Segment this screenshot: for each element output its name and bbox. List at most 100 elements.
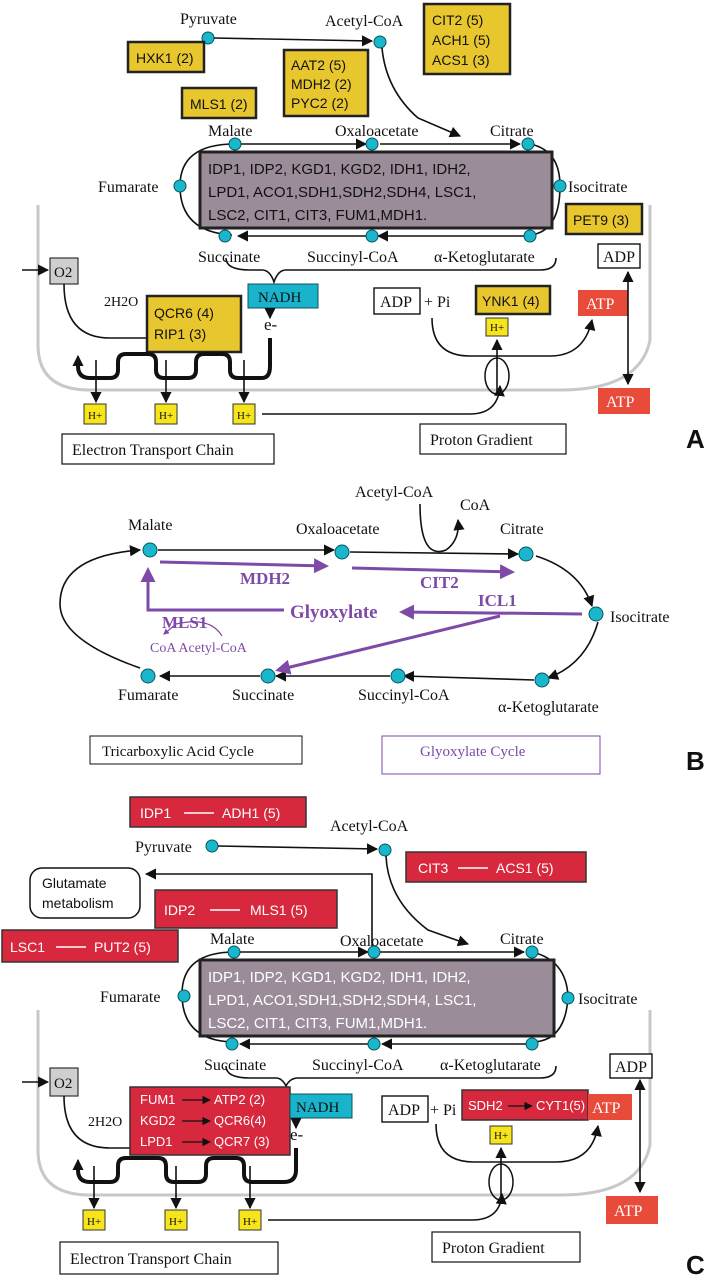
c-proton-label-box (431, 1231, 581, 1263)
b-arrow-iso-akg (546, 621, 599, 680)
b-node-fumarate (140, 668, 156, 684)
b-arrow-icl1-glyoxylate (399, 604, 583, 620)
c-label-h3: H+ (243, 1216, 257, 1228)
c-node-malate (227, 945, 241, 959)
c-h-box-synthase (489, 1125, 513, 1145)
b-label-mdh2: MDH2 (240, 569, 290, 588)
node-fumarate (173, 179, 187, 193)
c-glutamate-line2: metabolism (42, 895, 114, 911)
c-arrow-pyr-acetyl (217, 843, 379, 855)
c-gene-mls1: MLS1 (5) (250, 902, 308, 918)
c-acetyl-coa: Acetyl-CoA (330, 818, 409, 835)
c-box-lsc1 (1, 929, 179, 963)
nadh-brace (225, 257, 557, 285)
c-label-atp-outer: ATP (614, 1203, 643, 1220)
c-gene-kgd2: KGD2 (140, 1113, 175, 1128)
b-node-succinyl-coa (390, 668, 406, 684)
gene-box-hxk1 (126, 40, 206, 74)
node-citrate (521, 137, 535, 151)
panel-b: Acetyl-CoA CoA Malate Oxaloacetate Citra… (59, 484, 705, 776)
c-tca-genes-line3: LSC2, CIT1, CIT3, FUM1,MDH1. (208, 1015, 427, 1032)
c-adp-box-outer (609, 1053, 653, 1079)
c-glutamate-line1: Glutamate (42, 875, 107, 891)
c-gene-cit3: CIT3 (418, 860, 449, 876)
label-h1: H+ (88, 410, 102, 422)
c-node-succinyl-coa (367, 1037, 381, 1051)
tca-genes-line2: LPD1, ACO1,SDH1,SDH2,SDH4, LSC1, (208, 184, 476, 201)
c-node-pyruvate (205, 839, 219, 853)
label-proton: Proton Gradient (430, 432, 533, 449)
c-label-atp-inner: ATP (592, 1100, 621, 1117)
h-box-synthase (485, 317, 509, 337)
gene-box-ynk1 (474, 284, 552, 316)
b-arrow-akg-succoa (402, 670, 535, 682)
arrow-adp-atp (431, 317, 596, 357)
gene-mdh2: MDH2 (2) (291, 76, 352, 92)
gene-pet9: PET9 (3) (573, 212, 629, 228)
b-arrow-fum-malate (59, 545, 142, 669)
node-malate (228, 137, 242, 151)
c-gene-atp2: ATP2 (2) (214, 1092, 265, 1107)
c-gene-adh1: ADH1 (5) (222, 805, 280, 821)
c-label-adp-inner: ADP (388, 1102, 420, 1119)
metabolite-fumarate: Fumarate (98, 179, 158, 196)
c-arrow-adp-atp (435, 1123, 602, 1163)
h-box-2 (154, 403, 178, 425)
panel-a: Pyruvate Acetyl-CoA HXK1 (2) MLS1 (2) AA… (22, 2, 705, 465)
c-node-oxaloacetate (367, 945, 381, 959)
label-h3: H+ (237, 410, 251, 422)
metabolite-malate: Malate (208, 123, 252, 140)
gene-hxk1: HXK1 (2) (136, 50, 194, 66)
gene-aat2: AAT2 (5) (291, 57, 346, 73)
c-box-cit3 (405, 851, 587, 883)
mitochondrial-membrane (36, 205, 652, 392)
gene-ynk1: YNK1 (4) (482, 293, 540, 309)
label-etc: Electron Transport Chain (72, 442, 234, 459)
c-label-proton: Proton Gradient (442, 1240, 545, 1257)
b-fumarate: Fumarate (118, 687, 178, 704)
c-atp-box-inner (588, 1094, 632, 1120)
b-label-mls1: MLS1 (162, 613, 207, 632)
c-label-pi: + Pi (430, 1102, 457, 1119)
arrow-o2-water (63, 283, 166, 339)
c-malate: Malate (210, 931, 254, 948)
b-arrow-mls1 (140, 567, 284, 612)
b-arrow-acetyl-coa (419, 503, 465, 553)
b-glyox-label-box (381, 735, 601, 775)
c-label-water: 2H2O (88, 1115, 122, 1130)
c-gene-put2: PUT2 (5) (94, 939, 151, 955)
panel-letter-a: A (686, 424, 705, 454)
b-node-citrate (518, 546, 534, 562)
c-gene-fum1: FUM1 (140, 1092, 175, 1107)
gene-acs1: ACS1 (3) (432, 52, 490, 68)
h-box-3 (232, 403, 256, 425)
label-atp-outer: ATP (606, 394, 635, 411)
c-oxaloacetate: Oxaloacetate (340, 933, 424, 950)
c-gene-qcr6: QCR6(4) (214, 1113, 266, 1128)
adp-box-outer (597, 243, 641, 269)
c-node-citrate (525, 945, 539, 959)
c-fumarate: Fumarate (100, 989, 160, 1006)
c-label-h2: H+ (169, 1216, 183, 1228)
metabolite-pyruvate: Pyruvate (180, 11, 237, 28)
b-node-succinate (260, 668, 276, 684)
b-acetyl-coa: Acetyl-CoA (355, 484, 434, 501)
c-tca-genes-line1: IDP1, IDP2, KGD1, KGD2, IDH1, IDH2, (208, 969, 471, 986)
c-node-fumarate (177, 989, 191, 1003)
c-adp-box-inner (381, 1095, 429, 1123)
c-h-box-3 (238, 1209, 262, 1231)
label-nadh: NADH (258, 290, 301, 306)
b-node-isocitrate (588, 606, 604, 622)
node-oxaloacetate (365, 137, 379, 151)
arrow-pyruvate-acetyl (213, 35, 374, 47)
metabolite-oxaloacetate: Oxaloacetate (335, 123, 419, 140)
metabolite-isocitrate: Isocitrate (568, 179, 628, 196)
c-nadh-brace (225, 1065, 557, 1088)
c-label-h1: H+ (87, 1216, 101, 1228)
c-gene-cyt1: CYT1(5) (536, 1098, 585, 1113)
gene-ach1: ACH1 (5) (432, 32, 490, 48)
adp-box-inner (373, 287, 421, 315)
b-label-coa-acetyl: CoA Acetyl-CoA (150, 641, 248, 656)
c-box-idp2 (154, 889, 338, 929)
